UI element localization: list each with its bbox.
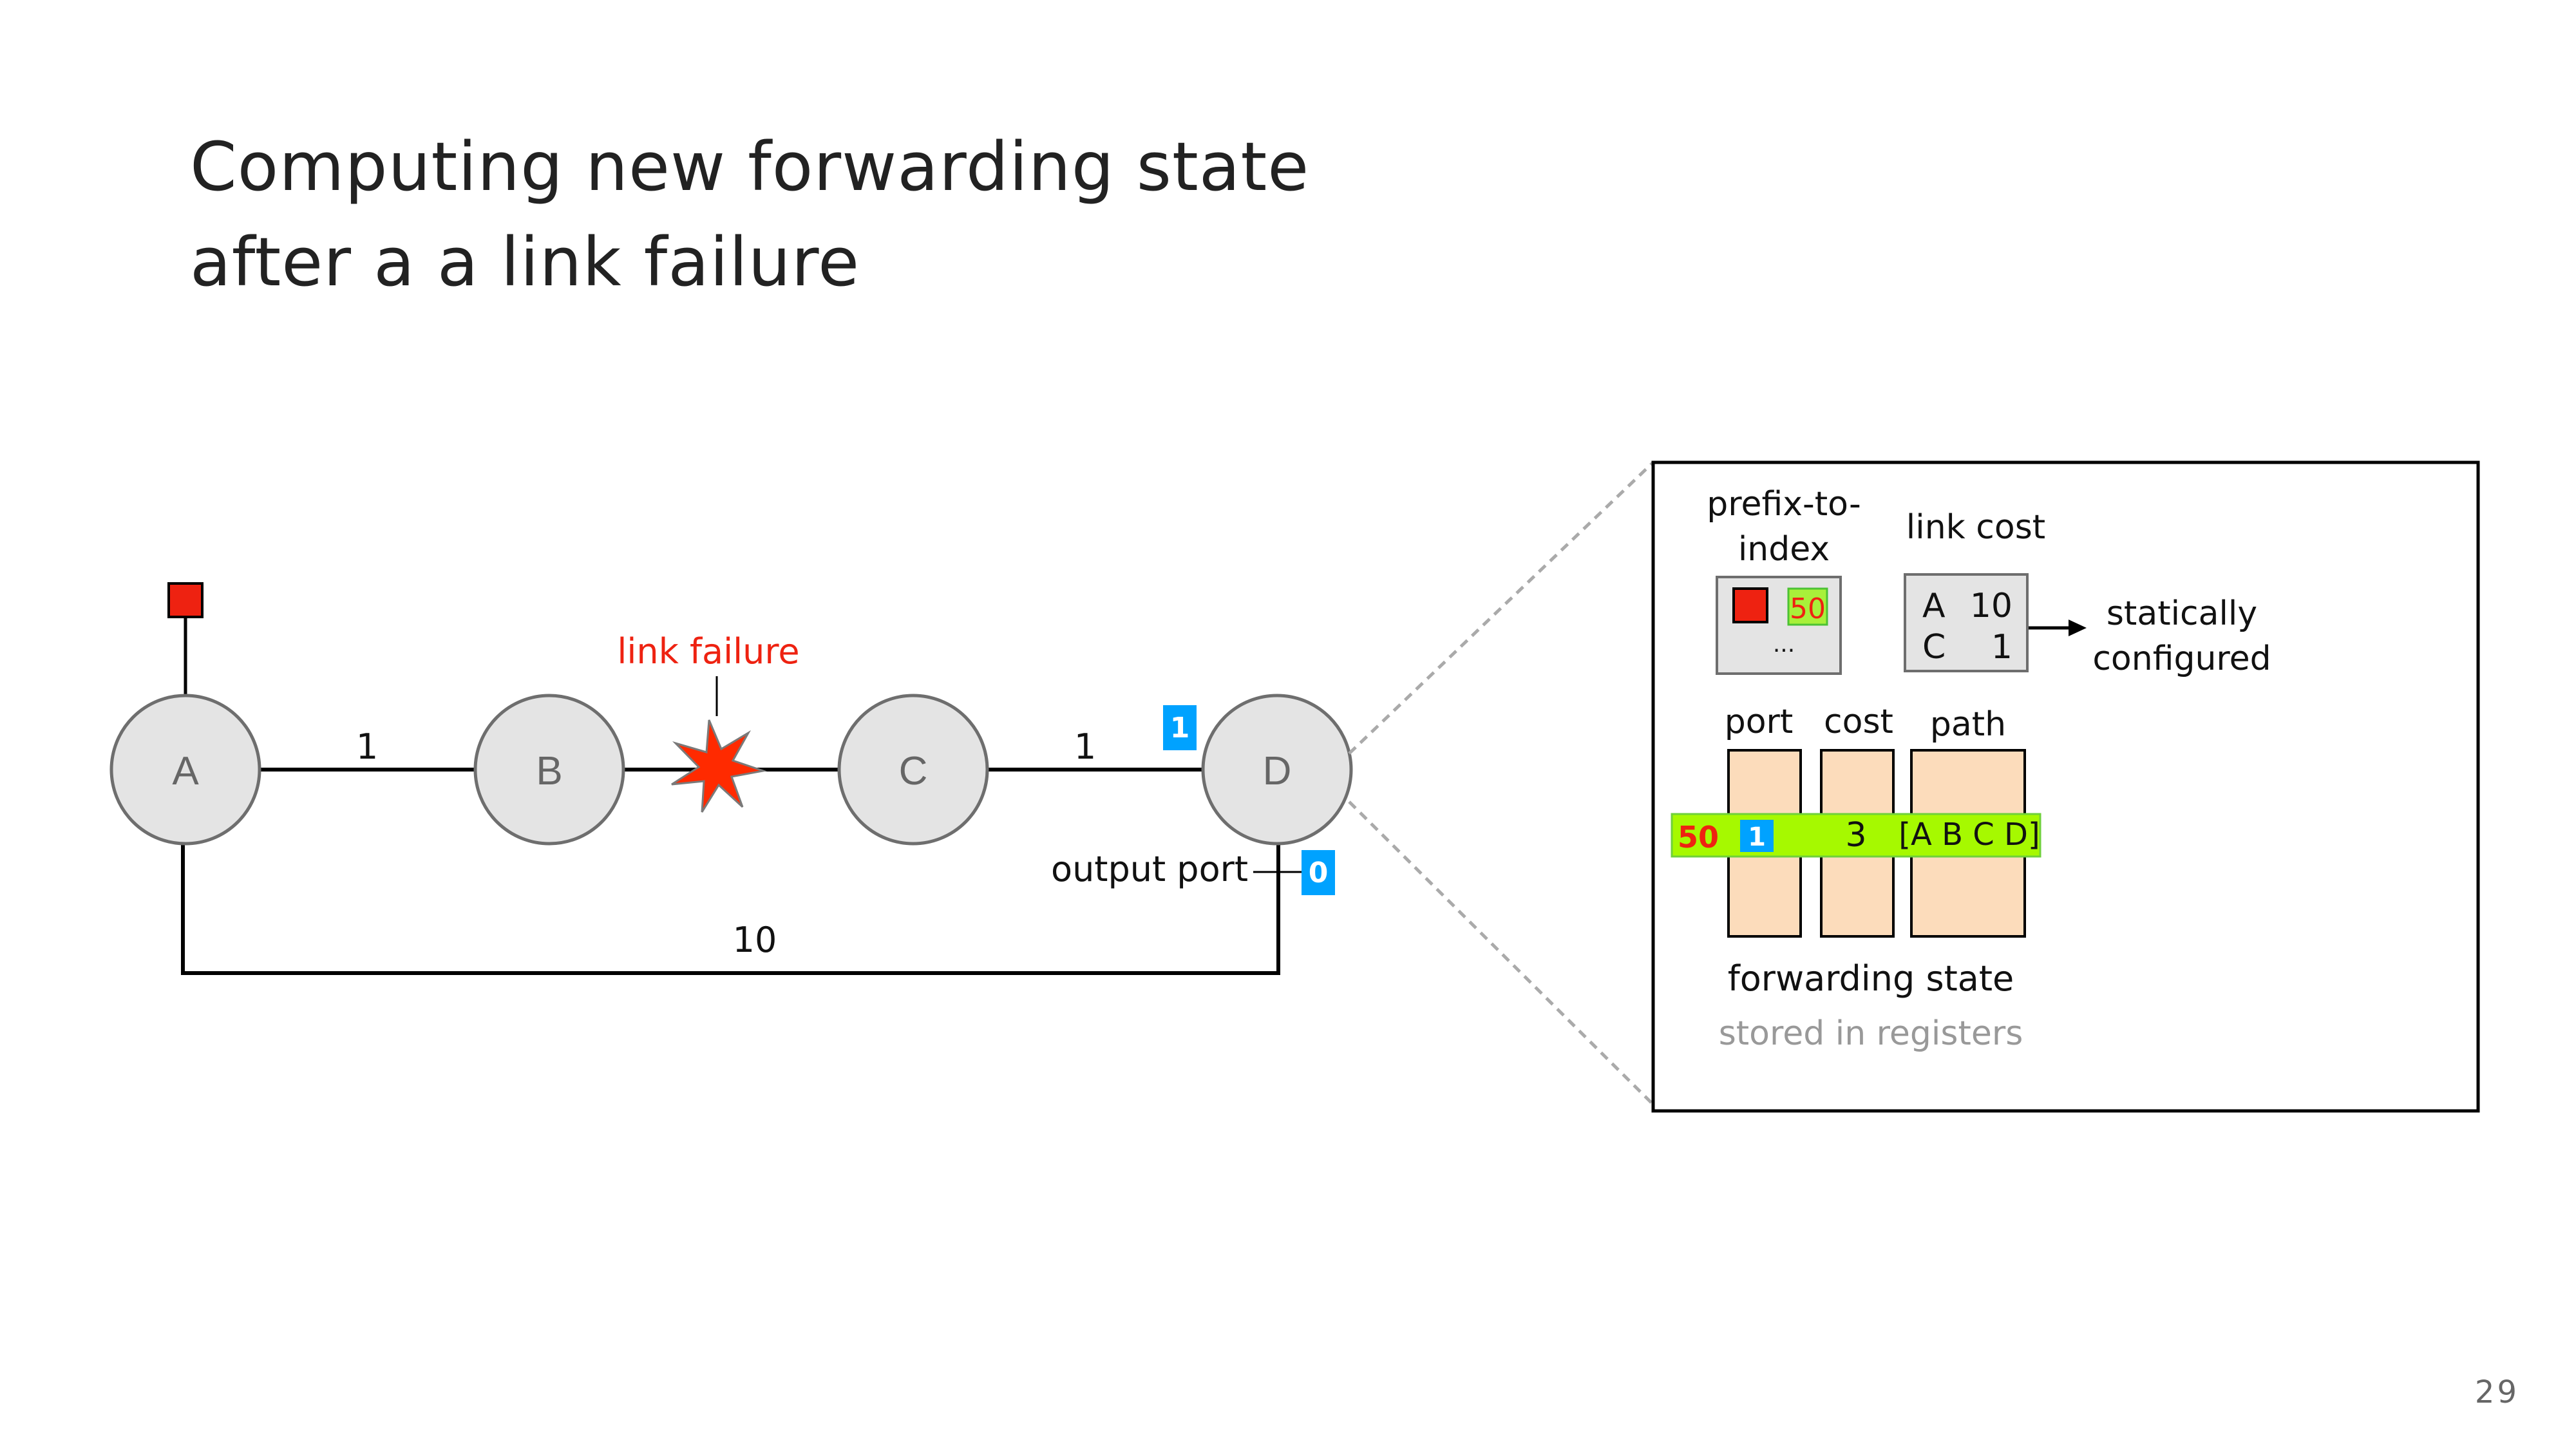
column-header-port: port [1725, 703, 1794, 741]
forwarding-entry-port: 1 [1748, 822, 1766, 852]
link-a-d [181, 844, 1280, 975]
forwarding-state-caption: forwarding state [1728, 958, 2014, 999]
slide-title: Computing new forwarding state after a a… [190, 119, 1309, 310]
prefix-to-index-title-1: prefix-to- [1707, 485, 1861, 524]
port-badge-1-label: 1 [1170, 712, 1190, 744]
forwarding-entry-port-badge [1740, 820, 1774, 852]
node-d[interactable]: D [1201, 694, 1353, 846]
output-port-label: output port [1051, 849, 1248, 889]
prefix-index-value: 50 [1790, 592, 1826, 625]
page-number: 29 [2474, 1374, 2519, 1410]
prefix-more-ellipsis: ... [1773, 631, 1795, 658]
zoom-line-top [1348, 461, 1654, 755]
node-d-label: D [1263, 749, 1292, 793]
slide-title-line-1: Computing new forwarding state [190, 128, 1310, 206]
prefix-index-cell [1787, 587, 1828, 626]
static-config-note-2: configured [2092, 639, 2271, 678]
link-a-d-cost: 10 [733, 920, 777, 960]
prefix-to-index-title-2: index [1738, 530, 1830, 569]
link-failure-label: link failure [617, 631, 799, 672]
node-d-circle [1201, 694, 1353, 846]
node-a-circle [109, 694, 261, 846]
link-a-b-cost: 1 [356, 726, 378, 767]
link-cost-row-2-neighbor: C [1922, 628, 1946, 667]
link-cost-row-1-neighbor: A [1922, 587, 1946, 625]
slide-title-line-2: after a a link failure [190, 223, 860, 301]
node-a[interactable]: A [109, 694, 261, 846]
node-b[interactable]: B [473, 694, 625, 846]
zoom-line-bottom [1348, 800, 1654, 1106]
node-b-circle [473, 694, 625, 846]
node-a-label: A [172, 749, 199, 793]
column-header-path: path [1930, 705, 2006, 744]
node-c-circle [837, 694, 989, 846]
forwarding-entry-path: [A B C D] [1899, 817, 2040, 853]
static-config-note-1: statically [2107, 594, 2257, 633]
node-b-label: B [536, 749, 562, 793]
column-header-cost: cost [1824, 703, 1893, 741]
node-c[interactable]: C [837, 694, 989, 846]
forwarding-state-subcaption: stored in registers [1719, 1014, 2023, 1053]
link-cost-title: link cost [1906, 508, 2045, 547]
forwarding-entry-row [1671, 813, 2041, 858]
prefix-square-icon [167, 582, 204, 618]
port-badge-0 [1302, 850, 1335, 895]
forwarding-entry-index: 50 [1678, 820, 1719, 855]
failure-burst-icon [671, 719, 767, 813]
forwarding-entry-cost: 3 [1845, 816, 1866, 855]
link-c-d-cost: 1 [1074, 726, 1096, 767]
node-c-label: C [899, 749, 928, 793]
prefix-entry-square-icon [1732, 587, 1768, 623]
link-cost-table [1904, 573, 2029, 672]
link-cost-row-2-cost: 1 [1991, 628, 2012, 667]
port-badge-1 [1163, 705, 1197, 750]
link-cost-row-1-cost: 10 [1970, 587, 2012, 625]
arrow-head-icon [2069, 620, 2087, 636]
port-badge-0-label: 0 [1309, 857, 1329, 889]
